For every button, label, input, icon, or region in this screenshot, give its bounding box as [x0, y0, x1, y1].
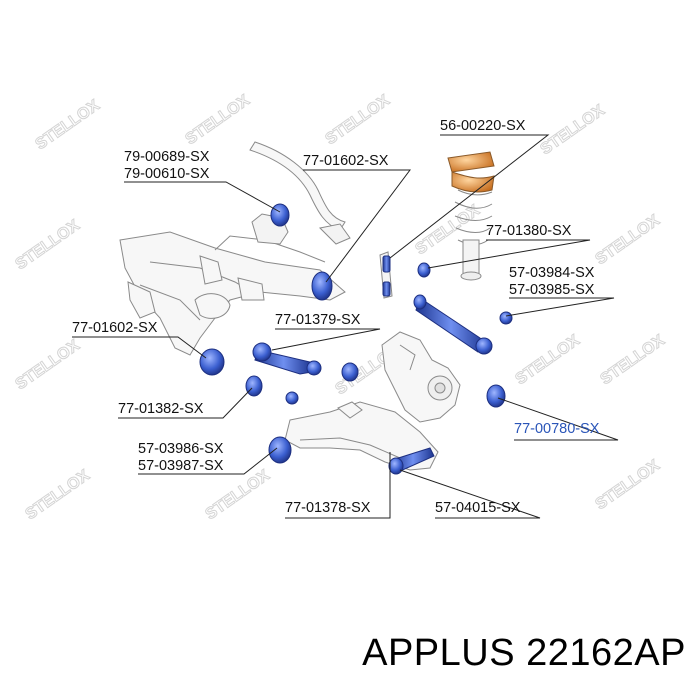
svg-text:STELLOX: STELLOX	[183, 92, 253, 148]
watermark-logo: STELLOX	[202, 466, 273, 523]
watermark-logo: STELLOX	[592, 211, 663, 268]
part-label: 57-03985-SX	[509, 282, 595, 298]
spring-strut-drawing	[447, 151, 495, 281]
svg-text:STELLOX: STELLOX	[593, 457, 663, 513]
part-label: 79-00610-SX	[124, 166, 210, 182]
lower-arm-drawing	[284, 401, 439, 471]
subframe-mount-bushing	[311, 271, 333, 301]
svg-text:STELLOX: STELLOX	[33, 97, 103, 153]
watermark-logo: STELLOX	[592, 456, 663, 513]
upper-arm-rear-drawing	[413, 294, 493, 355]
svg-text:STELLOX: STELLOX	[513, 332, 583, 388]
svg-text:STELLOX: STELLOX	[598, 332, 668, 388]
watermark-logo: STELLOX	[512, 331, 583, 388]
svg-text:STELLOX: STELLOX	[323, 92, 393, 148]
arm-bolt	[285, 391, 299, 405]
stabilizer-bushing	[270, 203, 290, 227]
arm-bolt-rear	[499, 311, 513, 325]
svg-text:STELLOX: STELLOX	[13, 217, 83, 273]
knuckle-bushing	[341, 362, 359, 382]
svg-text:STELLOX: STELLOX	[538, 102, 608, 158]
arm-bushing	[245, 375, 263, 397]
watermark-logo: STELLOX	[12, 336, 83, 393]
part-label: 57-03987-SX	[138, 458, 224, 474]
watermark-logo: STELLOX	[322, 91, 393, 148]
part-label: 77-01602-SX	[72, 320, 158, 336]
strut-bushing	[417, 262, 431, 278]
watermark-logo: STELLOX	[182, 91, 253, 148]
toe-link-drawing	[388, 447, 435, 475]
watermark-logo: STELLOX	[597, 331, 668, 388]
lower-arm-bushing	[268, 436, 292, 464]
part-label: 79-00689-SX	[124, 149, 210, 165]
stabilizer-link-lower	[382, 281, 391, 297]
watermark-logo: STELLOX	[12, 216, 83, 273]
knuckle-drawing	[381, 331, 461, 423]
part-label: 77-01382-SX	[118, 401, 204, 417]
part-label: 57-03986-SX	[138, 441, 224, 457]
subframe-drawing	[119, 231, 346, 356]
leader-lines	[72, 134, 619, 519]
part-number-caption: APPLUS 22162AP	[362, 632, 686, 674]
upper-arm-front-drawing	[252, 342, 322, 376]
part-label: 57-04015-SX	[435, 500, 521, 516]
part-label: 77-01379-SX	[275, 312, 361, 328]
svg-text:STELLOX: STELLOX	[13, 337, 83, 393]
svg-text:STELLOX: STELLOX	[593, 212, 663, 268]
watermark-logo: STELLOX	[537, 101, 608, 158]
svg-text:STELLOX: STELLOX	[203, 467, 273, 523]
part-label-highlighted: 77-00780-SX	[514, 421, 600, 437]
part-label: 56-00220-SX	[440, 118, 526, 134]
part-label: 57-03984-SX	[509, 265, 595, 281]
part-label: 77-01378-SX	[285, 500, 371, 516]
watermark-logo: STELLOX	[32, 96, 103, 153]
stabilizer-link	[382, 255, 391, 273]
subframe-rear-bushing	[199, 348, 225, 376]
part-label: 77-01380-SX	[486, 223, 572, 239]
watermark-logo: STELLOX	[22, 466, 93, 523]
svg-text:STELLOX: STELLOX	[23, 467, 93, 523]
hub-bushing	[486, 384, 506, 408]
part-label: 77-01602-SX	[303, 153, 389, 169]
